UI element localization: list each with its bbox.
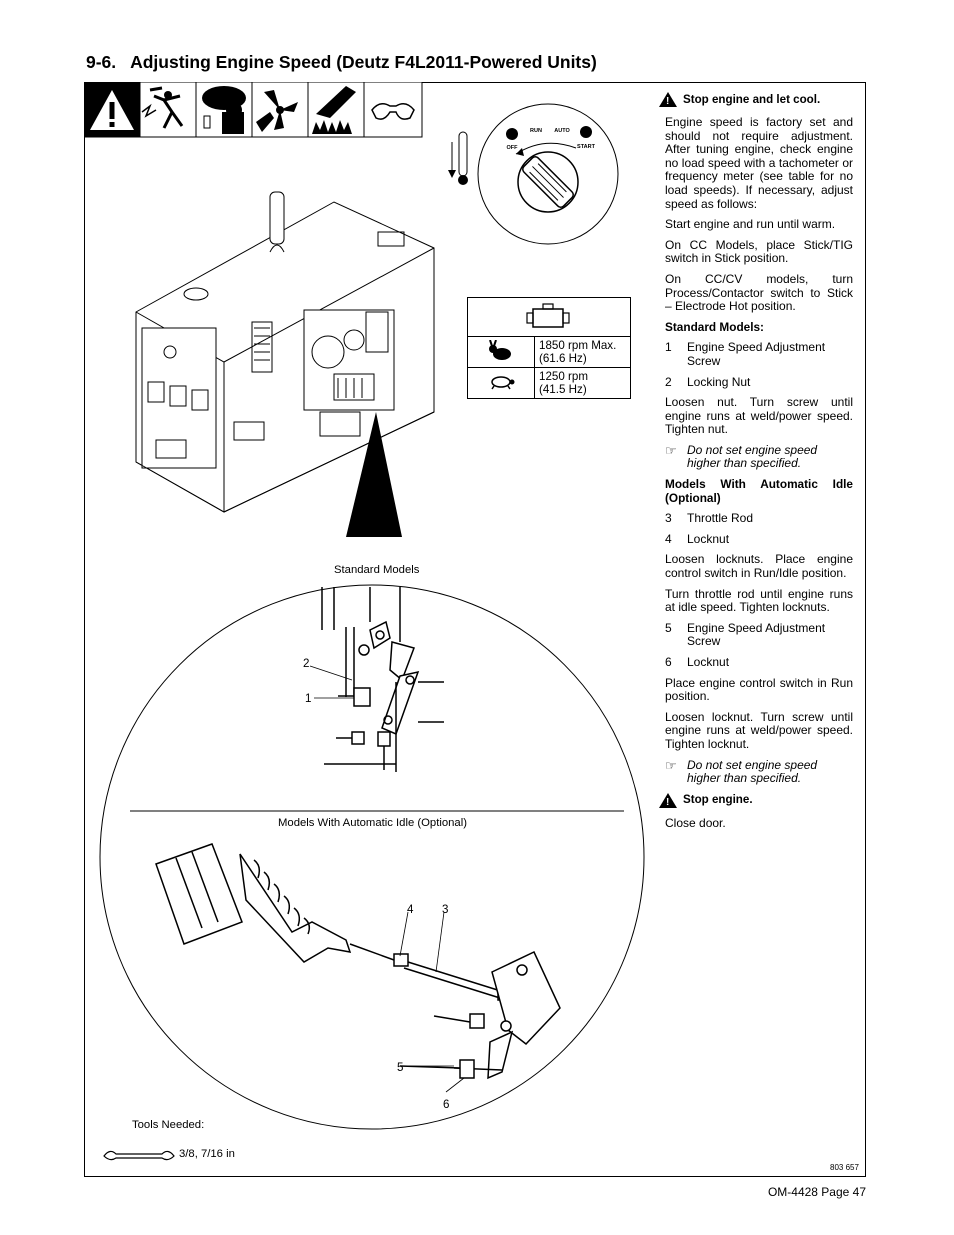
para-place-run: Place engine control switch in Run posit… [665, 675, 853, 704]
para-start-engine: Start engine and run until warm. [665, 217, 836, 232]
welder-generator-unit [135, 191, 435, 513]
speed-row-idle: 1250 rpm(41.5 Hz) [467, 367, 631, 399]
warning-icon [659, 92, 677, 109]
auto-idle-caption: Models With Automatic Idle (Optional) [278, 817, 467, 829]
page-number: OM-4428 Page 47 [767, 1185, 866, 1199]
hazard-icon-strip [84, 82, 423, 138]
switch-label-run: RUN [530, 128, 542, 134]
engine-icon [526, 302, 570, 328]
auto-idle-heading: Models With Automatic Idle (Optional) [665, 477, 853, 505]
safety-glasses-icon [363, 82, 423, 138]
callout-5: 5 [397, 1061, 404, 1074]
engine-control-switch-detail: OFF RUN AUTO START [477, 103, 619, 245]
para-loosen-locknut: Loosen locknut. Turn screw until engine … [665, 709, 853, 751]
wrench-icon [103, 1150, 175, 1161]
idle-speed-rpm: 1250 rpm [539, 370, 588, 383]
engine-speed-illustration: OFF RUN AUTO START [84, 82, 645, 1161]
standard-linkage [321, 587, 444, 772]
throttle-detail [99, 584, 645, 1130]
auto-idle-linkage [155, 843, 561, 1080]
tools-needed-label: Tools Needed: [132, 1119, 205, 1131]
para-loosen-nut: Loosen nut. Turn screw until engine runs… [665, 395, 853, 437]
turtle-icon [491, 375, 515, 389]
moving-parts-icon [251, 82, 309, 138]
pointing-hand-icon: ☞ [665, 442, 677, 458]
speed-table: 1850 rpm Max.(61.6 Hz) 1250 rpm(41.5 Hz) [467, 297, 631, 399]
rabbit-icon [489, 339, 511, 360]
instruction-panel: Stop engine and let cool. Engine speed i… [659, 92, 853, 837]
switch-label-off: OFF [507, 145, 519, 151]
warning-stop-engine: Stop engine. [659, 792, 853, 809]
switch-label-start: START [577, 144, 596, 150]
tool-sizes: 3/8, 7/16 in [179, 1148, 235, 1160]
warning-icon [659, 792, 677, 809]
callout-3: 3 [442, 903, 449, 916]
callout-2: 2 [303, 657, 310, 670]
callout-4: 4 [407, 903, 414, 916]
section-title: 9-6. Adjusting Engine Speed (Deutz F4L20… [86, 52, 597, 72]
thermometer-icon [448, 131, 468, 185]
callout-1: 1 [305, 692, 312, 705]
para-cccv-models: On CC/CV models, turn Process/Contactor … [665, 271, 853, 314]
para-cc-models: On CC Models, place Stick/TIG switch in … [665, 237, 853, 266]
standard-models-caption: Standard Models [334, 564, 420, 576]
figure-frame [84, 82, 866, 1177]
para-close-door: Close door. [665, 815, 726, 830]
speed-row-high: 1850 rpm Max.(61.6 Hz) [467, 336, 631, 368]
para-turn-rod: Turn throttle rod until engine runs at i… [665, 586, 853, 615]
high-speed-rpm: 1850 rpm Max. [539, 339, 617, 352]
para-factory-set: Engine speed is factory set and should n… [665, 115, 853, 211]
pointing-hand-icon: ☞ [665, 757, 677, 773]
figure-code: 803 657 [830, 1163, 859, 1172]
para-loosen-locknuts: Loosen locknuts. Place engine control sw… [665, 552, 853, 581]
fumes-icon [195, 82, 253, 138]
electric-shock-icon [139, 82, 197, 138]
high-speed-hz: (61.6 Hz) [539, 352, 587, 365]
hot-parts-icon [307, 82, 365, 138]
detail-callout-beam [346, 412, 402, 537]
switch-label-auto: AUTO [554, 128, 570, 134]
note-speed-limit: ☞Do not set engine speed higher than spe… [665, 757, 818, 786]
warning-triangle-icon [84, 82, 140, 137]
warning-stop-cool: Stop engine and let cool. [659, 92, 853, 109]
engine-icon-cell [467, 297, 631, 337]
callout-6: 6 [443, 1098, 450, 1111]
idle-speed-hz: (41.5 Hz) [539, 383, 587, 396]
standard-models-heading: Standard Models: [665, 319, 764, 334]
note-speed-limit: ☞Do not set engine speed higher than spe… [665, 442, 818, 471]
speed-table-header [467, 297, 631, 337]
